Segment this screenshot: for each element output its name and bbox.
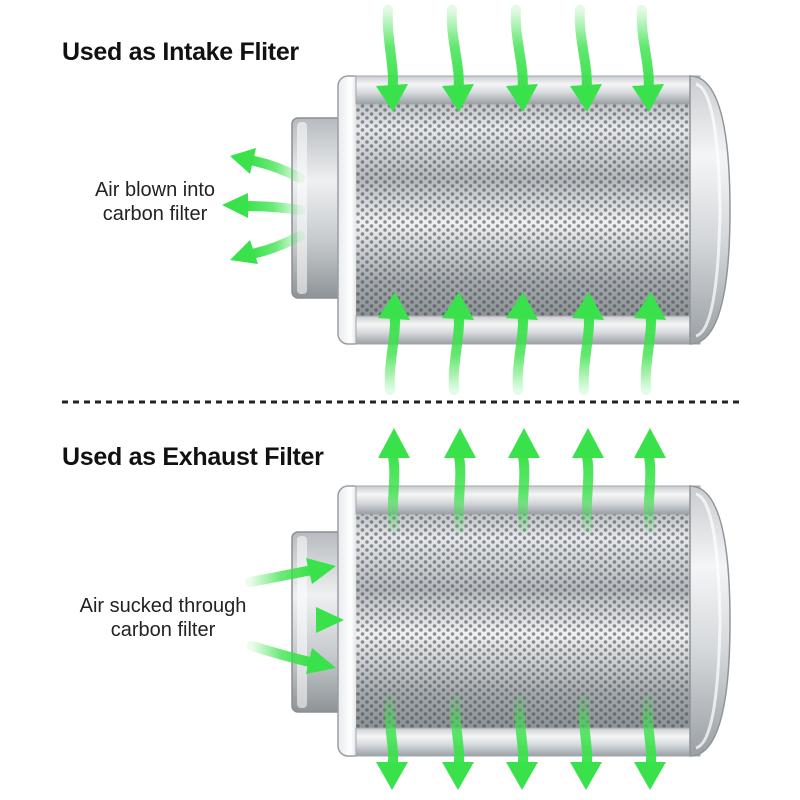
arrow-left-2 <box>222 193 305 218</box>
arrow-up-4 <box>572 292 604 395</box>
arrow-up-top-1 <box>378 428 410 533</box>
exhaust-bottom-arrows <box>376 695 666 790</box>
exhaust-end-cap <box>689 485 731 757</box>
arrow-left-3 <box>230 231 305 264</box>
intake-caption-line-1: Air blown into <box>94 179 216 201</box>
exhaust-caption-line-2: carbon filter <box>110 619 216 641</box>
arrow-right-1 <box>245 558 336 587</box>
arrow-up-1 <box>378 292 410 395</box>
exhaust-title: Used as Exhaust Filter <box>62 443 324 471</box>
intake-caption-line-2: carbon filter <box>102 203 208 225</box>
arrow-up-top-5 <box>634 428 666 533</box>
arrow-up-top-4 <box>572 428 604 533</box>
intake-caption: Air blown into carbon filter <box>40 178 270 226</box>
arrow-up-top-3 <box>508 428 540 533</box>
arrow-down-4 <box>570 5 602 112</box>
arrow-down-bottom-4 <box>570 695 602 790</box>
exhaust-caption: Air sucked through carbon filter <box>48 594 278 642</box>
exhaust-filter <box>291 485 731 757</box>
arrow-down-bottom-5 <box>634 695 666 790</box>
exhaust-top-arrows <box>378 428 666 533</box>
arrow-up-3 <box>506 292 538 395</box>
arrow-down-bottom-1 <box>376 695 408 790</box>
arrow-left-1 <box>230 148 305 183</box>
intake-side-arrows <box>222 148 305 264</box>
arrow-right-3 <box>247 641 336 674</box>
arrow-down-bottom-2 <box>442 695 474 790</box>
intake-end-cap <box>689 75 731 345</box>
arrow-up-2 <box>442 292 474 395</box>
arrow-down-3 <box>506 5 538 112</box>
arrow-up-top-2 <box>444 428 476 533</box>
intake-top-arrows <box>376 5 664 112</box>
arrow-down-bottom-3 <box>506 695 538 790</box>
exhaust-side-arrows <box>241 558 344 674</box>
arrow-up-5 <box>634 292 666 395</box>
arrow-down-2 <box>442 5 474 112</box>
exhaust-caption-line-1: Air sucked through <box>79 595 247 617</box>
intake-title: Used as Intake Fliter <box>62 38 299 66</box>
arrow-right-2 <box>241 607 344 633</box>
arrow-down-5 <box>632 5 664 112</box>
intake-filter <box>291 75 731 345</box>
arrow-down-1 <box>376 5 408 112</box>
intake-bottom-arrows <box>378 292 666 395</box>
